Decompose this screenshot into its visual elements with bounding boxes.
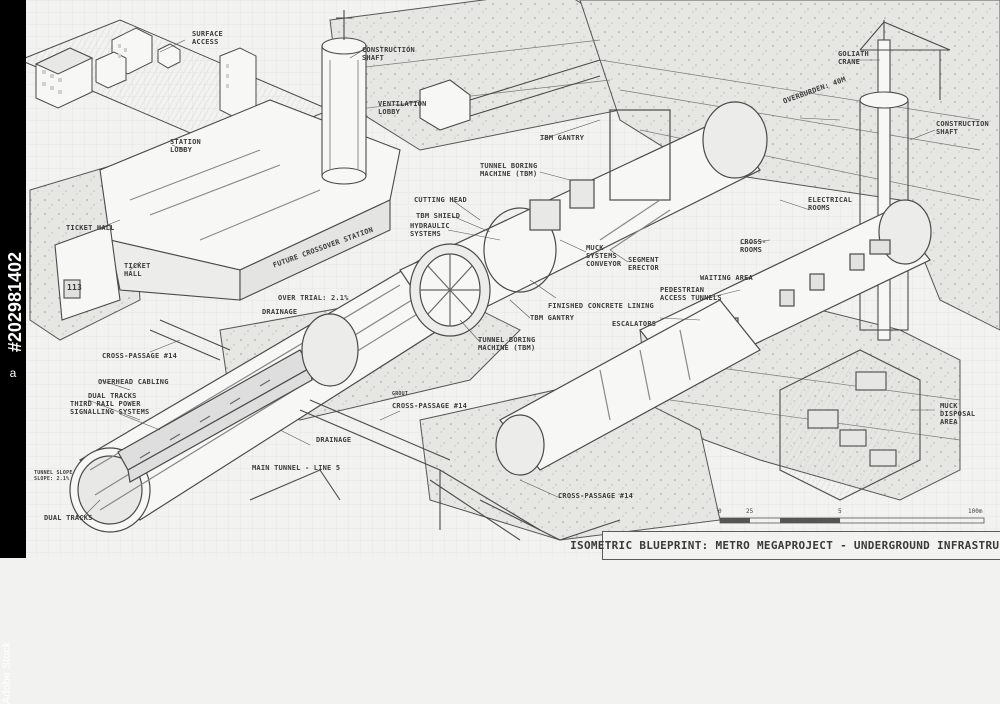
label-cross-passage-center: CROSS-PASSAGE #14 [392, 402, 468, 410]
label-tbm-mid: TUNNEL BORING MACHINE (TBM) [478, 336, 536, 352]
label-cross-rooms: CROSS- ROOMS [740, 238, 767, 254]
muck-disposal-area [779, 349, 921, 501]
label-muck-conveyor: MUCK SYSTEMS CONVEYOR [586, 244, 622, 268]
scale-tick-0: 0 [718, 508, 722, 515]
label-dual-tracks-top: DUAL TRACKS [88, 392, 137, 400]
label-finished-lining: FINISHED CONCRETE LINING [548, 302, 654, 310]
label-station-sign: 113 [67, 283, 83, 292]
cross-passages [149, 319, 621, 541]
label-tbm-gantry-top: TBM GANTRY [540, 134, 585, 142]
label-power-signalling: THIRD RAIL POWER SIGNALLING SYSTEMS [70, 400, 150, 416]
label-cross-passage-center-small: GROUT [392, 391, 409, 397]
label-segment-erector: SEGMENT ERECTOR [628, 256, 659, 272]
scale-bar-graphic [719, 517, 985, 524]
stock-image-id: #202981402 [5, 251, 25, 352]
label-construction-shaft-left: CONSTRUCTION SHAFT [362, 46, 415, 62]
blueprint-drawing [0, 0, 1000, 558]
label-station-lobby: STATION LOBBY [170, 138, 201, 154]
scale-tick-2: 5 [838, 508, 842, 515]
label-drainage-mid: DRAINAGE [316, 436, 352, 444]
label-escalators: ESCALATORS [612, 320, 657, 328]
tbm-section [399, 101, 768, 337]
label-tunnel-slope: TUNNEL SLOPE SLOPE: 2.1% [34, 470, 73, 482]
central-tunnel [495, 299, 761, 476]
label-over-trial: OVER TRIAL: 2.1% [278, 294, 349, 302]
stock-watermark-strip: #202981402 a Adobe Stock [0, 0, 26, 704]
label-drainage-top: DRAINAGE [262, 308, 298, 316]
scale-tick-3: 100m [968, 508, 983, 515]
label-tbm-top: TUNNEL BORING MACHINE (TBM) [480, 162, 538, 178]
label-surface-access: SURFACE ACCESS [192, 30, 223, 46]
label-cross-passage-left: CROSS-PASSAGE #14 [102, 352, 178, 360]
adobe-logo-icon: a [9, 366, 17, 380]
stock-text: Adobe Stock [1, 641, 13, 704]
label-cross-passage-bottom: CROSS-PASSAGE #14 [558, 492, 634, 500]
label-dual-tracks-bottom: DUAL TRACKS [44, 514, 93, 522]
label-ticket-hall-left: TICKET HALL [66, 224, 115, 232]
label-construction-shaft-right: CONSTRUCTION SHAFT [936, 120, 989, 136]
scale-tick-1: 25 [746, 508, 754, 515]
scale-bar: 0 25 5 100m [718, 508, 986, 530]
label-goliath-crane: GOLIATH CRANE [838, 50, 869, 66]
label-electrical-rooms: ELECTRICAL ROOMS [808, 196, 853, 212]
label-hydraulic-systems: HYDRAULIC SYSTEMS [410, 222, 450, 238]
label-tbm-gantry-mid: TBM GANTRY [530, 314, 575, 322]
leader-lines [79, 39, 936, 521]
page-title: ISOMETRIC BLUEPRINT: METRO MEGAPROJECT -… [570, 539, 1000, 552]
ventilation-lobby [419, 59, 601, 131]
label-main-tunnel: MAIN TUNNEL - LINE 5 [252, 464, 341, 472]
label-cutting-head: CUTTING HEAD [414, 196, 467, 204]
main-tunnel-line5 [69, 259, 471, 533]
label-tbm-shield: TBM SHIELD [416, 212, 461, 220]
title-box: ISOMETRIC BLUEPRINT: METRO MEGAPROJECT -… [570, 531, 1000, 560]
label-overhead-cabling: OVERHEAD CABLING [98, 378, 169, 386]
label-ticket-hall: TICKET HALL [124, 262, 151, 278]
label-pedestrian-tunnels: PEDESTRIAN ACCESS TUNNELS [660, 286, 722, 302]
label-ventilation-lobby: VENTILATION LOBBY [378, 100, 427, 116]
construction-shaft-left [321, 10, 367, 185]
label-muck-disposal: MUCK DISPOSAL AREA [940, 402, 976, 426]
label-waiting-area: WAITING AREA [700, 274, 753, 282]
